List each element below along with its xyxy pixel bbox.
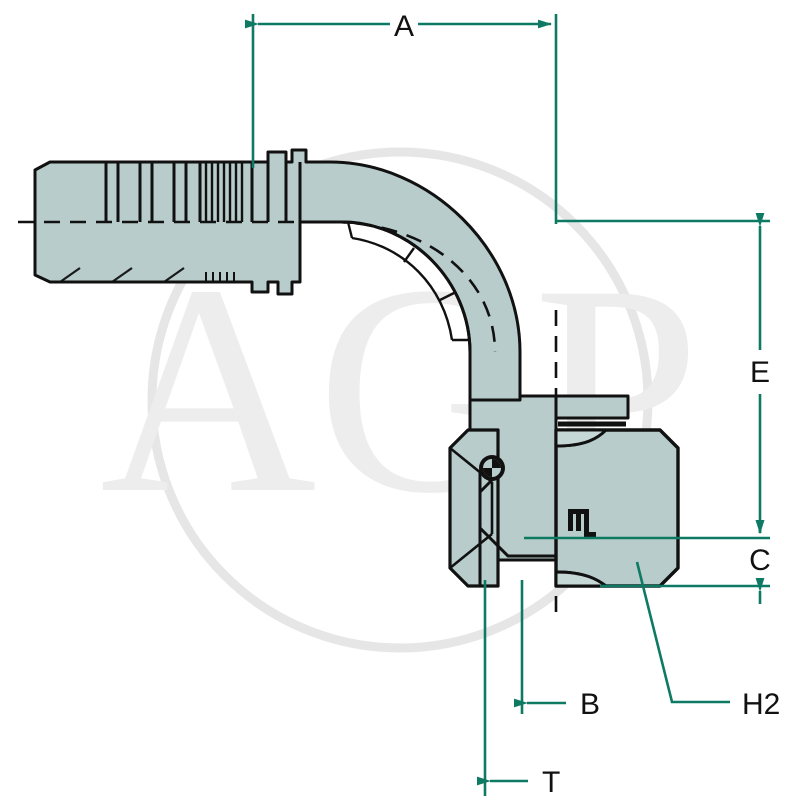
dimension-B [514, 580, 566, 714]
barb-serrations [59, 162, 244, 283]
dimension-label-T: T [542, 766, 560, 799]
manufacturer-mark [568, 509, 596, 537]
dimension-A [245, 14, 558, 224]
elbow-segment-ticks [346, 221, 470, 342]
dimension-label-C: C [749, 544, 771, 577]
dimension-label-E: E [750, 356, 770, 389]
dimension-H2 [635, 561, 730, 704]
sleeve-seat-2 [478, 526, 556, 558]
centerlines [18, 220, 558, 620]
dimension-C [600, 520, 770, 604]
dimension-label-A: A [394, 10, 414, 43]
ferrule-collar [198, 162, 302, 222]
dimension-label-B: B [580, 688, 600, 721]
leader-line-H2 [635, 561, 730, 704]
centerline-elbow [329, 220, 497, 353]
dimension-T [477, 580, 528, 796]
nut-seat-shoulder [554, 394, 630, 420]
dimension-label-H2: H2 [742, 688, 780, 721]
hex-swivel-nut [554, 428, 680, 588]
dimension-E [524, 213, 770, 540]
fitting-part [33, 148, 680, 588]
elbow-inner-band [351, 236, 454, 341]
o-ring-seal [479, 455, 505, 481]
